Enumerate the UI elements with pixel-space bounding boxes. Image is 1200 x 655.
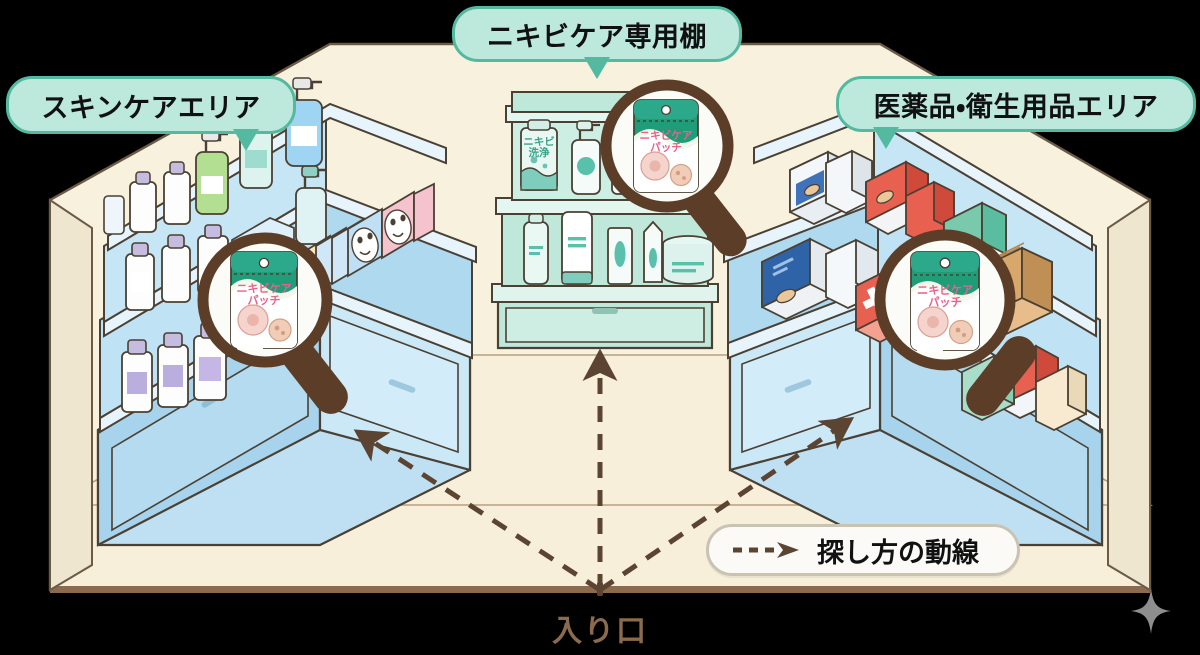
area-label-acne-shelf-text: ニキビケア専用棚 xyxy=(487,21,707,53)
flow-legend[interactable]: 探し方の動線 xyxy=(706,524,1020,576)
entrance-marker xyxy=(597,582,603,596)
magnifier-center: ニキビケア パッチ xyxy=(600,79,747,257)
acne-patch-label-line2: パッチ xyxy=(248,294,281,307)
acne-patch-label-line2: パッチ xyxy=(650,142,682,154)
acne-patch-package-right: ニキビケア パッチ xyxy=(910,251,980,352)
flow-legend-label: 探し方の動線 xyxy=(817,537,979,569)
acne-patch-label-line2: パッチ xyxy=(928,296,962,309)
center-pump-bottle xyxy=(571,120,601,195)
area-label-acne-shelf[interactable]: ニキビケア専用棚 xyxy=(452,6,742,79)
acne-patch-label-line1: ニキビケア xyxy=(917,283,973,297)
area-label-skincare[interactable]: スキンケアエリア xyxy=(6,76,296,151)
flow-arrow-right xyxy=(598,417,855,593)
flow-arrows xyxy=(353,348,855,593)
acne-shelf-midrow xyxy=(523,211,714,285)
sparkle-icon xyxy=(1131,588,1171,634)
acne-patch-label-line1: ニキビケア xyxy=(640,129,693,142)
acne-cleanser-tube: ニキビ 洗浄 xyxy=(520,119,558,191)
medicine-boxes-top xyxy=(789,149,1007,275)
entrance-label: 入り口 xyxy=(552,614,648,649)
flow-arrow-left xyxy=(353,429,602,593)
sheet-mask-packs xyxy=(299,182,435,302)
magnifier-left: ニキビケア パッチ xyxy=(197,232,348,414)
acne-patch-package-center: ニキビケア パッチ xyxy=(633,99,699,193)
acne-patch-package-left: ニキビケア パッチ xyxy=(230,251,298,350)
magnifier-handle xyxy=(966,336,1036,416)
skincare-bottles-lower xyxy=(121,322,227,413)
acne-cleanser-label-line2: 洗浄 xyxy=(529,146,550,159)
acne-patch-label-line1: ニキビケア xyxy=(237,281,292,295)
medicine-shelf-unit xyxy=(723,102,1104,547)
area-label-skincare-text: スキンケアエリア xyxy=(41,92,261,124)
area-label-medicine-text: 医薬品・衛生用品エリア xyxy=(873,91,1159,123)
area-label-medicine[interactable]: 医薬品・衛生用品エリア xyxy=(836,76,1196,149)
acne-cleanser-label-line1: ニキビ xyxy=(523,135,555,148)
dashed-arrow-icon xyxy=(733,542,799,558)
magnifier-right: ニキビケア パッチ xyxy=(874,229,1036,416)
